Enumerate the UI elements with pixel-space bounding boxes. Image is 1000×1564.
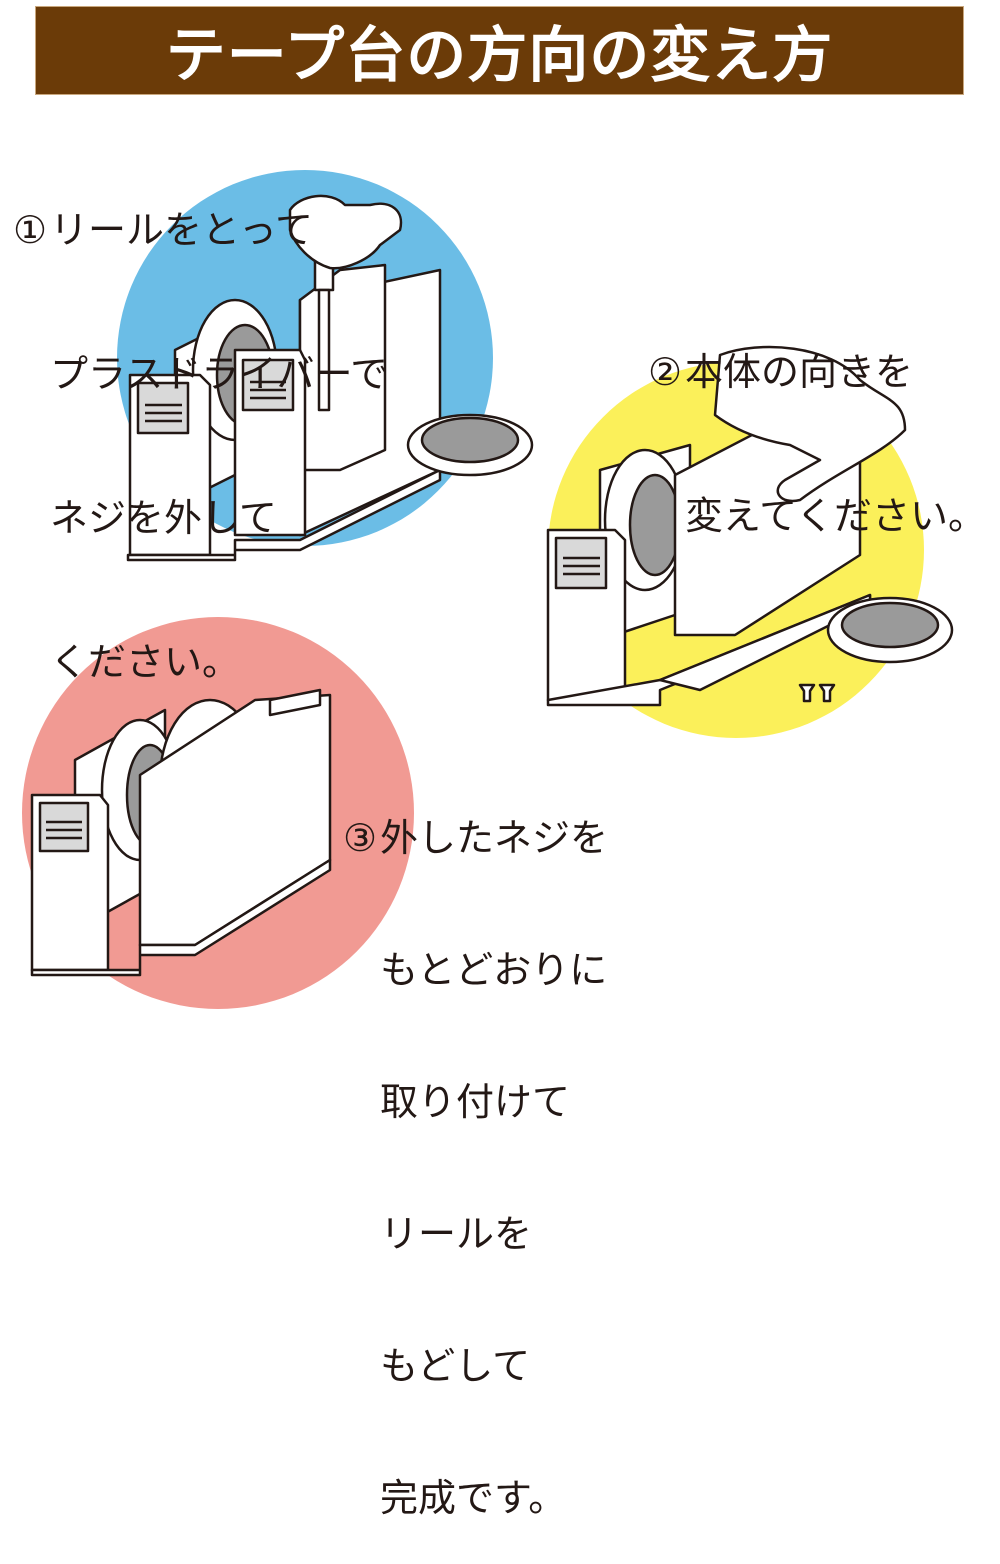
step-3-line-2: もとどおりに [380,948,608,992]
step-1-line-4: ください。 [50,640,241,684]
step-3-number: ③ [342,816,378,860]
step-3-line-1: ③外したネジを [340,816,608,860]
step-3-line-6: 完成です。 [380,1476,567,1520]
title-banner: テープ台の方向の変え方 [36,7,963,94]
page-title: テープ台の方向の変え方 [165,21,834,91]
step-1-line-3: ネジを外して [50,496,277,540]
step-3-line-3: 取り付けて [380,1080,571,1124]
step-1-line-2: プラスドライバーで [50,352,389,396]
step-2-line-2: 変えてください。 [685,494,986,538]
step-3-line-5: もどして [380,1344,531,1388]
step-1-dispenser-illustration [126,194,534,562]
step-3-dispenser-illustration [30,688,332,977]
step-1-instructions: ①リールをとって プラスドライバーで ネジを外して ください。 [10,110,388,734]
step-1-line-1: ①リールをとって [10,206,388,254]
step-3-line-4: リールを [380,1212,533,1256]
step-2-dispenser-illustration [546,345,954,707]
step-2-line-1: ②本体の向きを [645,348,986,396]
illustrations [30,194,954,977]
step-1-number: ① [12,208,48,252]
step-3-instructions: ③外したネジを もとどおりに 取り付けて リールを もどして 完成です。 [340,728,608,1564]
step-2-instructions: ②本体の向きを 変えてください。 [645,252,986,588]
step-2-number: ② [647,350,683,394]
